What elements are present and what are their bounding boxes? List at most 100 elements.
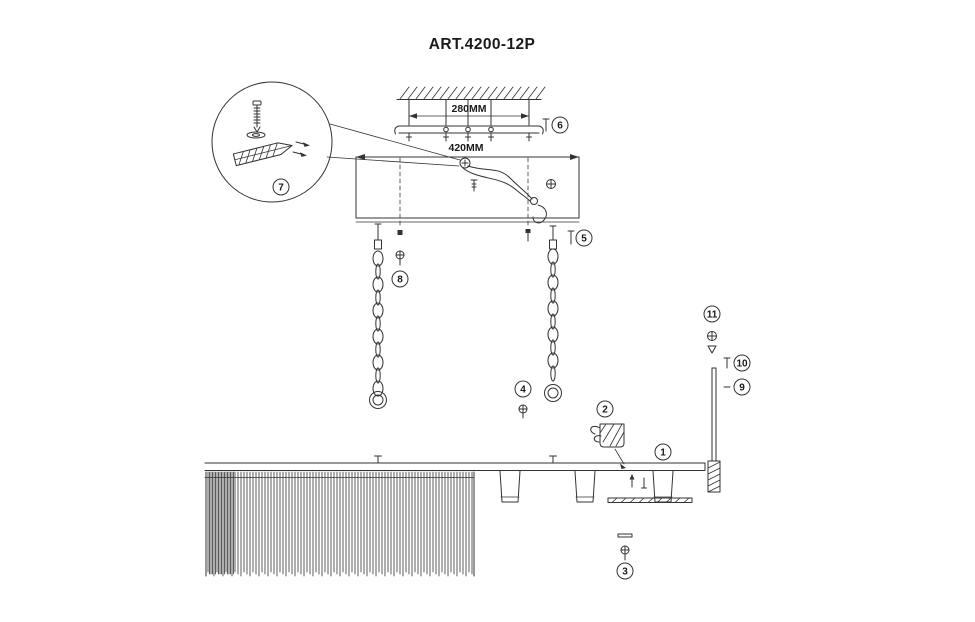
socket-cup [599,423,625,448]
callout-2-label: 2 [602,405,608,416]
stroke [463,86,474,100]
chain-link [375,367,381,384]
detail-screw [252,100,262,133]
callout-10: 10 [723,354,751,372]
fixture-bar [204,455,706,471]
stroke [431,86,442,100]
stroke [245,149,251,164]
ceiling-section [396,86,546,100]
socket-wire [590,425,601,435]
chain-link [372,328,384,345]
chain-link [547,248,559,265]
chain-link [372,302,384,319]
callout-9-label: 9 [739,383,745,394]
stroke [238,151,244,165]
stroke [535,86,546,100]
support-arm [607,497,693,503]
stroke [259,146,264,160]
lamp-socket [499,470,521,503]
callout-4-label: 4 [520,385,526,396]
stroke [495,86,506,100]
stroke [272,143,278,157]
chain-link [547,300,559,317]
chain-links [547,248,559,382]
stroke [665,497,672,503]
canopy-wire [462,167,531,202]
down-rod [707,367,721,493]
detail-anchor [232,142,293,167]
chain-links [372,250,384,397]
callout-3: 3 [616,533,634,580]
callout-3-label: 3 [622,567,628,578]
stroke [656,497,663,503]
screw-top-view [546,179,556,189]
left-chain [369,223,387,409]
chain-link [372,250,384,267]
lamp-sockets [499,470,693,503]
canopy-wire [467,165,533,200]
drum-shade [204,471,475,577]
callout-8: 8 [391,230,409,288]
stroke [447,86,458,100]
stroke [439,86,450,100]
stroke [399,86,410,100]
chain-ring [544,384,562,402]
chain-ring [369,391,387,409]
socket-wire [593,435,602,443]
stroke [252,148,258,162]
stroke [707,461,721,469]
stroke [647,497,654,503]
callout-5: 5 [567,229,593,247]
chain-link [375,263,381,280]
rod-bracket [707,460,721,493]
chain-link [550,365,556,382]
stroke [629,497,636,503]
stroke [407,86,418,100]
chain-link [550,313,556,330]
diagram-title: ART.4200-12P [429,36,535,53]
callout-4: 4 [514,380,532,419]
chain-link [372,380,384,397]
chain-link [547,352,559,369]
callout-7: 7 [272,178,290,196]
stroke [707,479,721,487]
stroke [674,497,681,503]
stroke [503,86,514,100]
stroke [471,86,482,100]
callout-11: 11 [703,305,721,354]
chain-link [375,289,381,306]
chain-link [547,326,559,343]
ceiling-hatch [399,86,546,100]
stroke [511,86,522,100]
callout-8-label: 8 [397,275,403,286]
callout-6: 6 [542,116,569,134]
chain-link [375,341,381,358]
dim-420-label: 420MM [448,142,483,154]
dim-280-label: 280MM [451,103,486,115]
dimension-280: 280MM [408,103,530,123]
stroke [707,473,721,481]
socket-detail: 2 [590,400,647,489]
canopy-box: 420MM [355,142,580,242]
chain-link [375,315,381,332]
chain-link [372,276,384,293]
stroke [620,497,627,503]
assembly-arrows [292,141,310,157]
fringe-strands [207,471,473,577]
callout-7-label: 7 [278,183,284,194]
stroke [707,467,721,475]
callout-9: 9 [723,378,751,396]
mounting-bracket [394,125,544,135]
stroke [479,86,490,100]
stroke [455,86,466,100]
callout-11-label: 11 [707,310,718,321]
stroke [611,497,618,503]
stroke [265,144,271,159]
stroke [638,497,645,503]
stroke [527,86,538,100]
detail-washer [246,131,266,139]
callout-6-label: 6 [557,121,563,132]
callout-5-label: 5 [581,234,587,245]
stroke [707,485,721,493]
